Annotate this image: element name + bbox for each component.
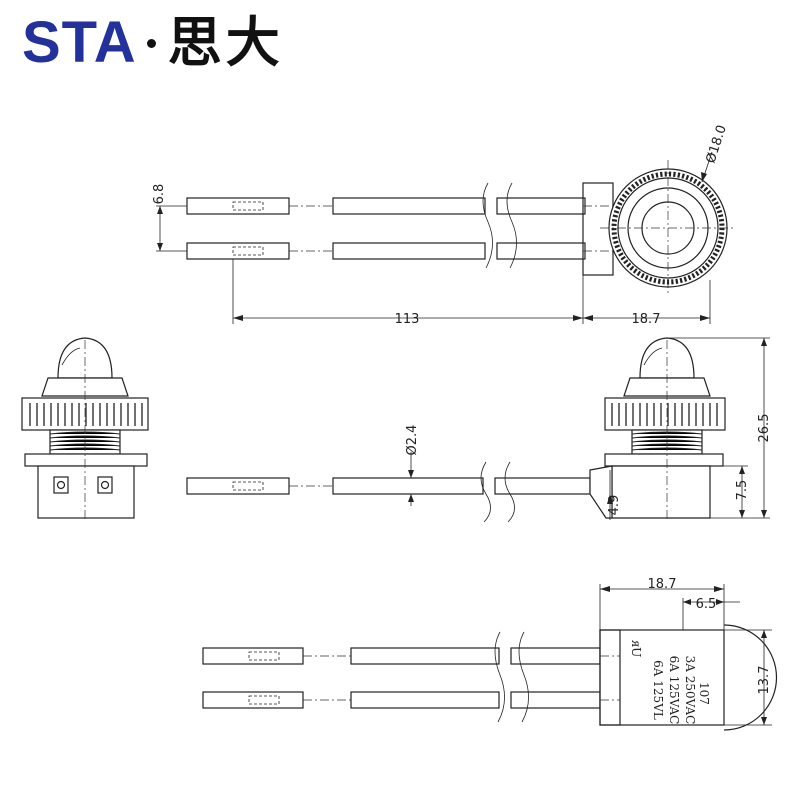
side-bracket <box>589 465 613 519</box>
ul-mark: ᴙU <box>629 640 643 657</box>
logo-dot <box>146 38 156 48</box>
top-wire2-crimp <box>232 246 264 256</box>
bottom-wire2-right <box>510 691 601 709</box>
bottom-wire1-left <box>350 647 500 665</box>
dim-wire-length: 113 <box>395 312 420 327</box>
front-base <box>37 465 135 519</box>
side-wire-right <box>494 477 591 495</box>
top-wire2-right <box>496 242 586 260</box>
top-break-mark-1 <box>482 182 493 269</box>
dim-total-height: 26.5 <box>757 414 772 443</box>
rating-line-1: 3A 250VAC <box>683 656 697 725</box>
front-view-left <box>21 337 149 520</box>
bottom-wire1-right <box>510 647 601 665</box>
top-wire1-right <box>496 197 586 215</box>
logo-cjk-text: 思大 <box>167 11 284 74</box>
top-wire1-left <box>332 197 486 215</box>
side-knurled-nut <box>604 397 726 431</box>
top-wire2-left <box>332 242 486 260</box>
rating-line-2: 6A 125VAC <box>667 656 681 725</box>
front-terminal-2 <box>97 476 113 494</box>
logo-latin-text: STA <box>22 10 137 75</box>
front-terminal-1 <box>53 476 69 494</box>
side-wire-terminal <box>186 477 290 495</box>
side-wire-left <box>332 477 484 495</box>
side-base <box>611 465 711 519</box>
top-break-mark-2 <box>506 182 517 269</box>
dim-body-width: 13.7 <box>757 666 772 695</box>
top-wire1-terminal <box>186 197 290 215</box>
dim-body-length-top: 18.7 <box>632 312 661 327</box>
dim-body-length-bottom: 18.7 <box>648 577 677 592</box>
front-flange <box>24 453 148 467</box>
bottom-body <box>599 629 725 726</box>
dim-tab-width: 6.5 <box>696 597 717 612</box>
rating-code: 107 <box>697 682 711 705</box>
top-view: Ø18.0 6.8 113 18.7 <box>152 123 736 327</box>
dim-head-diameter: Ø18.0 <box>704 123 730 165</box>
dim-bracket-height: 7.5 <box>735 480 750 501</box>
bottom-wire2-left <box>350 691 500 709</box>
rating-line-3: 6A 125VL <box>651 660 665 720</box>
side-view: Ø2.4 4.9 7.5 26.5 <box>186 337 772 523</box>
brand-logo: STA 思大 <box>22 8 284 78</box>
top-wire1-crimp <box>232 201 264 211</box>
dim-wire-offset: 4.9 <box>607 495 622 516</box>
dim-wire-diameter: Ø2.4 <box>405 425 420 456</box>
bottom-view: 3A 250VAC 6A 125VAC 6A 125VL ᴙU 107 18.7… <box>202 577 778 731</box>
top-wire2-terminal <box>186 242 290 260</box>
dim-pin-spacing: 6.8 <box>152 184 167 205</box>
